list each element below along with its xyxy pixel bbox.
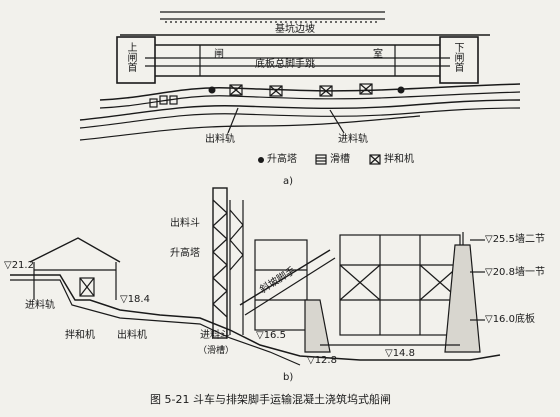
lower-gate-label: 下闸首 (452, 42, 463, 72)
section-view (10, 187, 501, 366)
outgoing-track-label: 出料轨 (205, 134, 235, 145)
outgoing-track-section-label: 出料机 (117, 330, 147, 341)
legend-chute: 滑槽 (330, 154, 350, 165)
incoming-hopper-label: 进料斗 (200, 330, 230, 341)
elevation-14-8: ▽14.8 (385, 348, 415, 359)
lift-tower-label: 升高塔 (170, 248, 200, 259)
top-slope-label: 基坑边坡 (275, 24, 315, 35)
elevation-21-2: ▽21.2 (4, 260, 34, 271)
plan-caption: a) (283, 176, 294, 187)
incoming-track-section-label: 进料轨 (25, 300, 55, 311)
legend-mixer: 拌和机 (384, 154, 414, 165)
lock-char-1: 闸 (214, 49, 224, 60)
plan-view (79, 11, 521, 141)
elevation-25-5: ▽25.5墙二节 (485, 234, 545, 245)
mixer-section-label: 拌和机 (65, 330, 95, 341)
figure-caption: 图 5-21 斗车与排架脚手运输混凝土浇筑坞式船闸 (150, 393, 391, 406)
elevation-20-8: ▽20.8墙一节 (485, 267, 545, 278)
elevation-16-5: ▽16.5 (256, 330, 286, 341)
section-caption: b) (283, 372, 294, 383)
elevation-18-4: ▽18.4 (120, 294, 150, 305)
incoming-track-label: 进料轨 (338, 134, 368, 145)
chute-label: （滑槽） (198, 346, 235, 356)
elevation-16-0: ▽16.0底板 (485, 314, 535, 325)
legend-tower: 升高塔 (267, 154, 297, 165)
outgoing-hopper-label: 出料斗 (170, 218, 200, 229)
floor-scaffold-label: 底板总脚手跳 (255, 59, 315, 70)
lock-char-2: 室 (373, 49, 383, 60)
elevation-12-8: ▽12.8 (307, 355, 337, 366)
upper-gate-label: 上闸首 (125, 42, 136, 72)
